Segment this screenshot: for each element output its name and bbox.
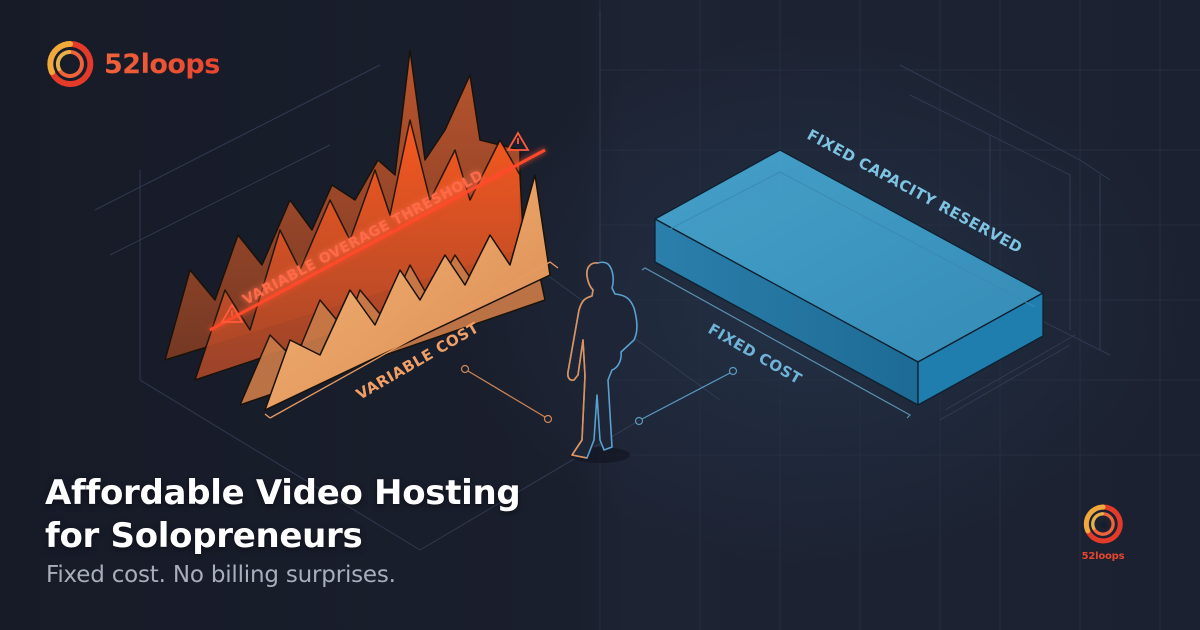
headline-line-1: Affordable Video Hosting — [45, 473, 521, 513]
spiral-logo-icon — [1083, 504, 1123, 544]
brand-name: 52loops — [104, 48, 220, 80]
warning-triangle-icon — [220, 131, 530, 323]
overage-threshold-line — [209, 148, 546, 332]
page-title: Affordable Video Hosting for Solopreneur… — [45, 472, 521, 558]
badge-brand-name: 52loops — [1081, 551, 1125, 562]
tagline: Fixed cost. No billing surprises. — [46, 562, 396, 588]
variable-cost-peaks — [164, 49, 551, 411]
brand-logo[interactable]: 52loops — [44, 38, 220, 90]
fixed-capacity-box — [654, 149, 1044, 406]
perspective-lines — [94, 10, 1111, 551]
spiral-logo-icon — [47, 40, 94, 87]
brand-badge: 52loops — [1078, 502, 1128, 562]
headline-line-2: for Solopreneurs — [45, 516, 363, 556]
person-silhouette — [567, 261, 638, 463]
